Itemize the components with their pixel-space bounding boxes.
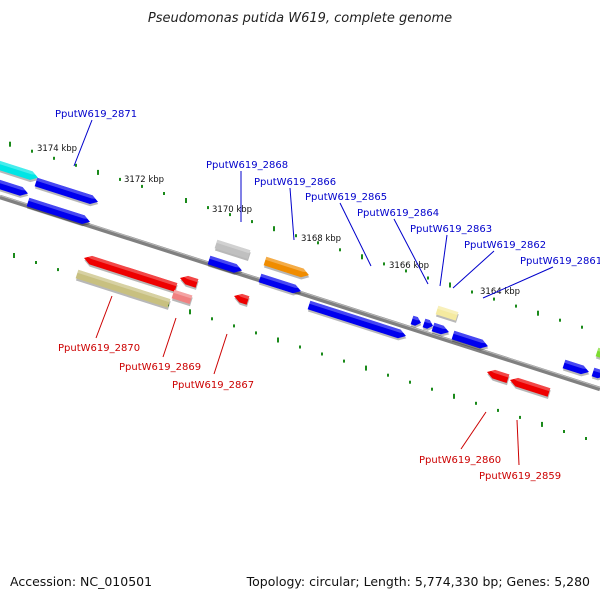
gene-label-2866[interactable]: PputW619_2866 [254,177,336,188]
gene-2868[interactable] [214,239,251,262]
gene-blue-d[interactable] [258,273,303,298]
gene-2864[interactable] [410,315,423,330]
gene-green[interactable] [595,347,600,362]
gene-label-2870[interactable]: PputW619_2870 [58,343,140,354]
kbp-label-3164: 3164 kbp [480,287,520,297]
gene-label-2867[interactable]: PputW619_2867 [172,380,254,391]
gene-label-2868[interactable]: PputW619_2868 [206,160,288,171]
gene-2860[interactable] [485,368,510,386]
gene-2871[interactable] [34,177,100,209]
gene-label-2864[interactable]: PputW619_2864 [357,208,439,219]
gene-features [0,159,600,399]
gene-2861[interactable] [451,330,490,353]
gene-label-2860[interactable]: PputW619_2860 [419,455,501,466]
gene-label-2871[interactable]: PputW619_2871 [55,109,137,120]
gene-2859[interactable] [508,376,551,399]
gene-2865[interactable] [307,300,408,343]
genome-backbone-highlight [0,195,600,388]
reverse-gene-labels [95,295,520,466]
gene-label-2869[interactable]: PputW619_2869 [119,362,201,373]
gene-cyan[interactable] [0,159,40,185]
gene-red-small[interactable] [178,274,199,290]
gene-blue-a[interactable] [0,178,30,200]
gene-label-2862[interactable]: PputW619_2862 [464,240,546,251]
tick-marks [9,141,587,440]
gene-2867[interactable] [232,292,250,307]
gene-blue-c[interactable] [207,255,244,277]
gene-2866[interactable] [263,256,311,282]
gene-pale[interactable] [435,305,459,323]
kbp-label-3166: 3166 kbp [389,261,429,271]
genome-backbone [0,194,600,392]
gene-blue-f[interactable] [591,367,600,383]
forward-gene-labels [73,119,554,299]
genome-summary-text: Topology: circular; Length: 5,774,330 bp… [246,574,590,589]
gene-label-2859[interactable]: PputW619_2859 [479,471,561,482]
kbp-label-3172: 3172 kbp [124,175,164,185]
gene-label-2861[interactable]: PputW619_2861 [520,256,600,267]
gene-label-2863[interactable]: PputW619_2863 [410,224,492,235]
gene-2862[interactable] [431,322,451,339]
gene-2863[interactable] [422,318,435,333]
gene-blue-b[interactable] [26,197,92,229]
gene-blue-e[interactable] [562,359,591,379]
kbp-label-3168: 3168 kbp [301,234,341,244]
gene-2869[interactable] [171,289,193,307]
kbp-label-3170: 3170 kbp [212,205,252,215]
gene-2870[interactable] [82,254,178,294]
gene-olive[interactable] [75,269,171,310]
map-title: Pseudomonas putida W619, complete genome [148,11,452,26]
gene-label-2865[interactable]: PputW619_2865 [305,192,387,203]
kbp-label-3174: 3174 kbp [37,144,77,154]
accession-text: Accession: NC_010501 [10,574,152,589]
